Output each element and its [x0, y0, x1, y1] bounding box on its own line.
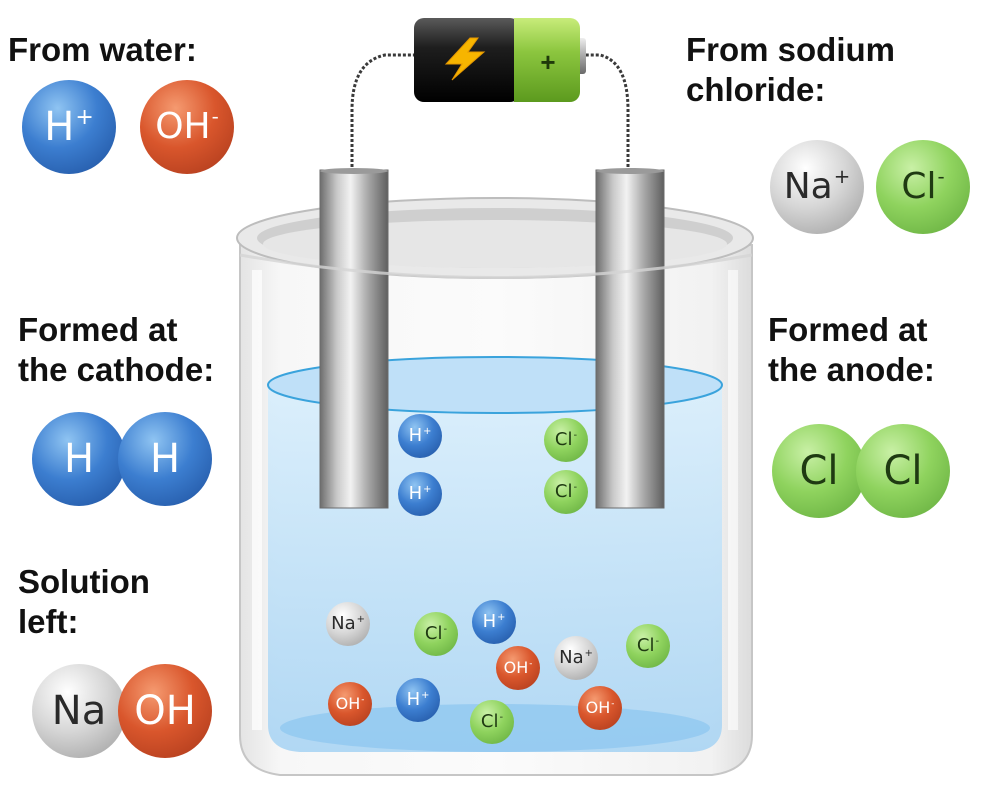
cathode-product-atom: H — [32, 412, 126, 506]
legend-ion-chloride: Cl- — [876, 140, 970, 234]
beaker-ion: Na+ — [554, 636, 598, 680]
battery: + — [414, 18, 586, 102]
beaker-front-lip — [239, 253, 753, 279]
beaker-highlight-left — [252, 270, 262, 730]
cathode-rod-top — [320, 168, 388, 174]
legend-ion-hydroxide: OH- — [140, 80, 234, 174]
wires — [350, 53, 630, 172]
beaker-ion: Cl- — [414, 612, 458, 656]
heading-formed-at-cathode: Formed at the cathode: — [18, 311, 215, 388]
beaker-ion: H+ — [396, 678, 440, 722]
beaker-ion: OH- — [328, 682, 372, 726]
beaker-ion: H+ — [398, 472, 442, 516]
anode-product-atom: Cl — [856, 424, 950, 518]
wire-anode — [580, 53, 630, 172]
legend-ion-sodium: Na+ — [770, 140, 864, 234]
lightning-bolt-icon — [444, 37, 486, 81]
cathode-product-atom: H — [118, 412, 212, 506]
beaker — [236, 197, 754, 776]
beaker-ion: Cl- — [544, 418, 588, 462]
electrodes — [319, 168, 665, 509]
heading-from-sodium-chloride: From sodium chloride: — [686, 31, 896, 108]
heading-from-water: From water: — [8, 31, 197, 68]
beaker-ion: Cl- — [626, 624, 670, 668]
solution-product-hydroxide: OH — [118, 664, 212, 758]
beaker-ion: OH- — [578, 686, 622, 730]
beaker-ion: H+ — [398, 414, 442, 458]
beaker-ion: H+ — [472, 600, 516, 644]
legend-ion-hydrogen: H+ — [22, 80, 116, 174]
beaker-ion: OH- — [496, 646, 540, 690]
wire-cathode — [350, 53, 418, 172]
beaker-ion: Na+ — [326, 602, 370, 646]
heading-solution-left: Solution left: — [18, 563, 150, 640]
cathode-rod — [319, 169, 389, 509]
anode-rod-top — [596, 168, 664, 174]
anode-product-atom: Cl — [772, 424, 866, 518]
battery-positive-label: + — [540, 47, 555, 77]
anode-rod — [595, 169, 665, 509]
beaker-ion: Cl- — [544, 470, 588, 514]
battery-body-positive — [514, 18, 580, 102]
beaker-highlight-right — [728, 270, 738, 730]
heading-formed-at-anode: Formed at the anode: — [768, 311, 935, 388]
solution-product-sodium: Na — [32, 664, 126, 758]
beaker-ion: Cl- — [470, 700, 514, 744]
